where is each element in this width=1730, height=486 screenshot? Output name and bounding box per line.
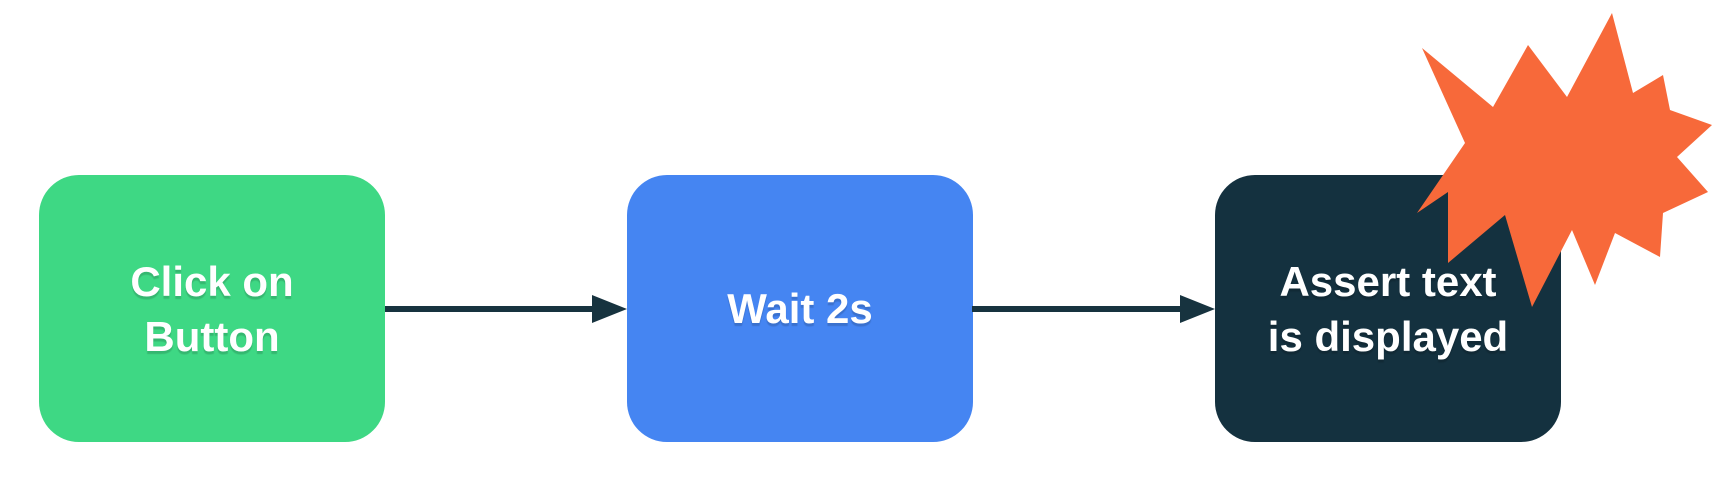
node-label-line: Assert text bbox=[1279, 257, 1497, 305]
node-label-line: Wait 2s bbox=[727, 285, 873, 332]
arrow-shaft bbox=[972, 306, 1183, 312]
node-wait-2s: Wait 2s bbox=[627, 175, 973, 442]
node-label-line: is displayed bbox=[1267, 312, 1509, 360]
node-label-line: Button bbox=[144, 312, 280, 360]
arrow-shaft bbox=[385, 306, 597, 312]
arrow-head-icon bbox=[592, 295, 627, 323]
node-label-line: Click on bbox=[130, 257, 294, 305]
arrow-head-icon bbox=[1180, 295, 1215, 323]
node-assert-text-is-displayed: Assert text is displayed bbox=[1215, 175, 1561, 442]
flow-arrow-click-to-wait bbox=[385, 295, 627, 323]
flow-arrow-wait-to-assert bbox=[972, 295, 1215, 323]
node-click-on-button: Click on Button bbox=[39, 175, 385, 442]
